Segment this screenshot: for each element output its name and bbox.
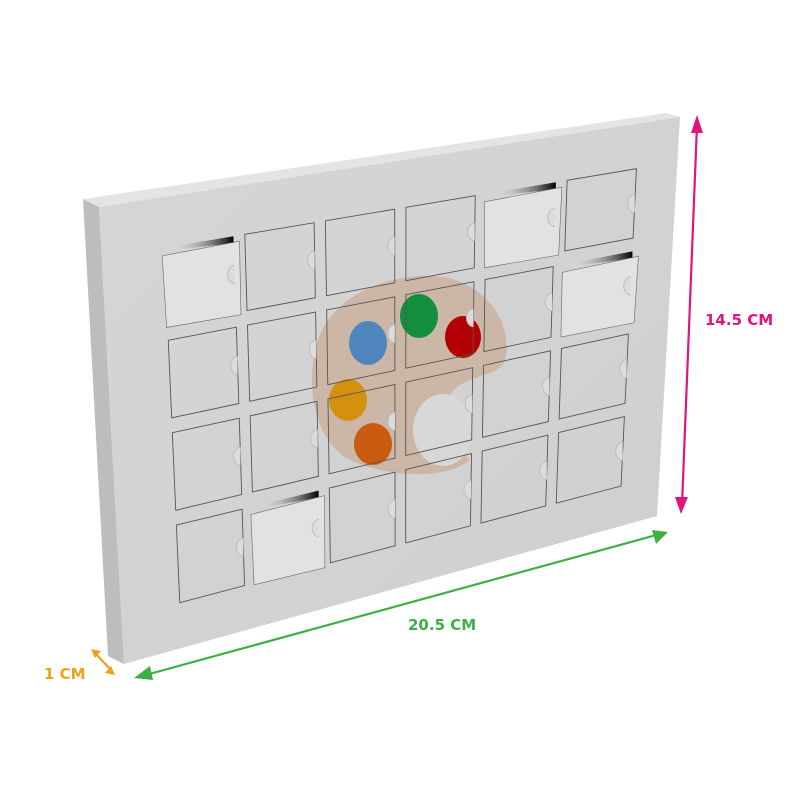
calendar-door-1[interactable] xyxy=(161,236,242,328)
thumb-notch-icon xyxy=(310,429,318,449)
calendar-door-21[interactable] xyxy=(328,471,396,564)
calendar-door-3[interactable] xyxy=(324,208,396,297)
thumb-notch-icon xyxy=(311,518,320,538)
width-dimension: 20.5 CM xyxy=(134,530,668,680)
thumb-notch-icon xyxy=(387,324,395,344)
calendar-door-17[interactable] xyxy=(481,350,552,438)
thumb-notch-icon xyxy=(233,446,241,466)
height-label: 14.5 CM xyxy=(705,311,773,329)
height-dimension: 14.5 CM xyxy=(675,115,773,514)
door-grid xyxy=(161,168,639,604)
width-label: 20.5 CM xyxy=(408,616,476,634)
thumb-notch-icon xyxy=(387,236,395,256)
box-left-side xyxy=(83,199,124,664)
thumb-notch-icon xyxy=(619,359,627,379)
calendar-door-15[interactable] xyxy=(327,383,396,475)
arrow-diagonal-icon xyxy=(105,666,115,675)
calendar-door-2[interactable] xyxy=(244,222,316,312)
calendar-door-14[interactable] xyxy=(249,400,319,493)
paint-palette-icon xyxy=(311,275,507,475)
calendar-door-22[interactable] xyxy=(405,453,472,544)
palette-orange-dot xyxy=(354,423,392,465)
calendar-door-10[interactable] xyxy=(405,281,475,369)
arrow-up-icon xyxy=(691,115,703,133)
thumb-notch-icon xyxy=(542,376,550,396)
palette-blue-dot xyxy=(349,321,387,365)
arrow-left-icon xyxy=(134,666,153,680)
thumb-notch-icon xyxy=(230,355,238,375)
thumb-notch-icon xyxy=(615,441,623,461)
thumb-notch-icon xyxy=(466,308,474,328)
depth-dimension: 1 CM xyxy=(44,649,115,683)
calendar-door-12[interactable] xyxy=(560,251,639,338)
calendar-door-13[interactable] xyxy=(171,417,243,511)
calendar-door-5[interactable] xyxy=(484,182,563,269)
calendar-door-20[interactable] xyxy=(250,490,326,586)
thumb-notch-icon xyxy=(464,394,473,414)
calendar-door-19[interactable] xyxy=(175,508,246,604)
calendar-door-16[interactable] xyxy=(405,367,474,457)
calendar-door-9[interactable] xyxy=(326,296,396,386)
calendar-door-11[interactable] xyxy=(483,265,554,353)
calendar-door-24[interactable] xyxy=(555,416,625,504)
calendar-door-4[interactable] xyxy=(405,195,476,282)
thumb-notch-icon xyxy=(463,480,472,500)
thumb-notch-icon xyxy=(387,499,396,519)
depth-label: 1 CM xyxy=(44,665,86,683)
palette-red-dot xyxy=(445,316,481,358)
thumb-notch-icon xyxy=(467,222,475,242)
calendar-door-7[interactable] xyxy=(167,326,240,419)
thumb-notch-icon xyxy=(539,461,547,480)
arrow-right-icon xyxy=(652,530,668,544)
thumb-notch-icon xyxy=(547,208,555,228)
thumb-notch-icon xyxy=(544,292,553,312)
thumb-notch-icon xyxy=(623,276,631,296)
thumb-notch-icon xyxy=(235,537,244,557)
palette-yellow-dot xyxy=(329,379,367,421)
thumb-notch-icon xyxy=(627,193,635,213)
arrow-diagonal-icon xyxy=(91,649,101,658)
calendar-door-8[interactable] xyxy=(247,311,318,402)
thumb-notch-icon xyxy=(227,264,235,284)
calendar-door-23[interactable] xyxy=(480,434,549,524)
arrow-down-icon xyxy=(675,497,688,514)
calendar-door-18[interactable] xyxy=(558,333,629,420)
box-top-edge xyxy=(83,113,680,207)
calendar-door-6[interactable] xyxy=(564,168,637,252)
palette-green-dot xyxy=(400,294,438,338)
thumb-notch-icon xyxy=(307,250,315,270)
thumb-notch-icon xyxy=(387,411,396,431)
thumb-notch-icon xyxy=(308,340,317,359)
